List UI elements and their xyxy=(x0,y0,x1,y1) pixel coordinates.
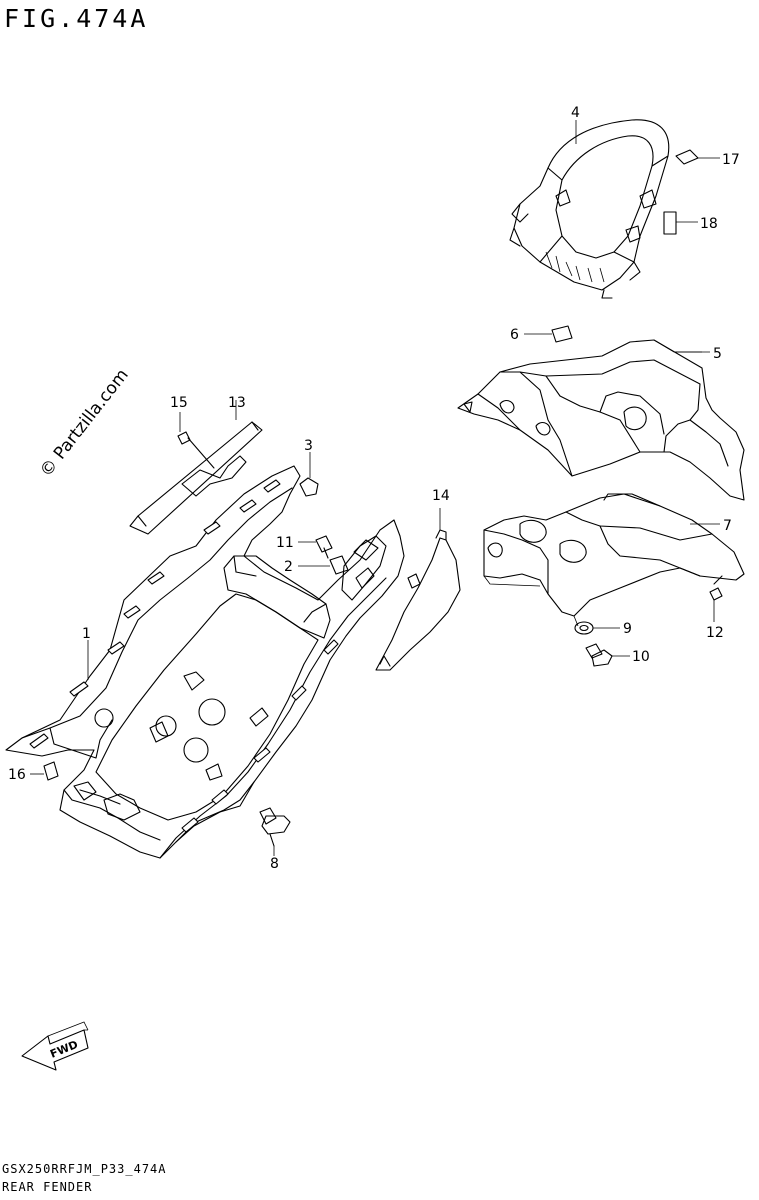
callout-7: 7 xyxy=(723,518,732,534)
part-8-bolt xyxy=(259,807,291,856)
callout-labels: 1 2 3 4 5 6 7 8 9 10 11 12 13 14 15 16 1… xyxy=(8,105,740,872)
callout-11: 11 xyxy=(276,535,294,551)
callout-4: 4 xyxy=(571,105,580,121)
part-18-pad xyxy=(663,211,698,235)
part-13-rod xyxy=(129,400,263,535)
callout-9: 9 xyxy=(623,621,632,637)
part-5-rear-fender-upper xyxy=(457,339,745,501)
part-17-pad xyxy=(675,149,720,165)
callout-14: 14 xyxy=(432,488,450,504)
leader-lines xyxy=(87,120,720,680)
callout-6: 6 xyxy=(510,327,519,343)
callout-5: 5 xyxy=(713,346,722,362)
callout-16: 16 xyxy=(8,767,26,783)
callout-1: 1 xyxy=(82,626,91,642)
part-9-washer xyxy=(574,621,620,635)
part-10-bolt xyxy=(585,643,630,667)
part-3-clip xyxy=(299,452,319,497)
part-1-rear-fender-main xyxy=(5,465,405,859)
fwd-arrow: FWD xyxy=(21,1021,89,1071)
part-4-tail-frame xyxy=(509,119,670,299)
callout-12: 12 xyxy=(706,625,724,641)
figure-title: FIG.474A xyxy=(4,4,149,33)
callout-17: 17 xyxy=(722,152,740,168)
part-11-screw xyxy=(298,535,333,559)
callout-15: 15 xyxy=(170,395,188,411)
callout-2: 2 xyxy=(284,559,293,575)
part-7-rear-fender-lower xyxy=(483,493,745,627)
callout-18: 18 xyxy=(700,216,718,232)
part-15-screw xyxy=(177,412,215,469)
callout-3: 3 xyxy=(304,438,313,454)
watermark: © Partzilla.com xyxy=(36,365,133,481)
reference-code: GSX250RRFJM_P33_474A xyxy=(2,1162,167,1176)
part-16-clip xyxy=(30,761,59,781)
part-6-pad xyxy=(524,325,573,343)
callout-13: 13 xyxy=(228,395,246,411)
figure-caption: REAR FENDER xyxy=(2,1180,93,1194)
callout-8: 8 xyxy=(270,856,279,872)
part-2-nut xyxy=(298,555,349,575)
part-12-screw xyxy=(709,575,723,622)
part-14-side-strip xyxy=(375,508,461,671)
callout-10: 10 xyxy=(632,649,650,665)
